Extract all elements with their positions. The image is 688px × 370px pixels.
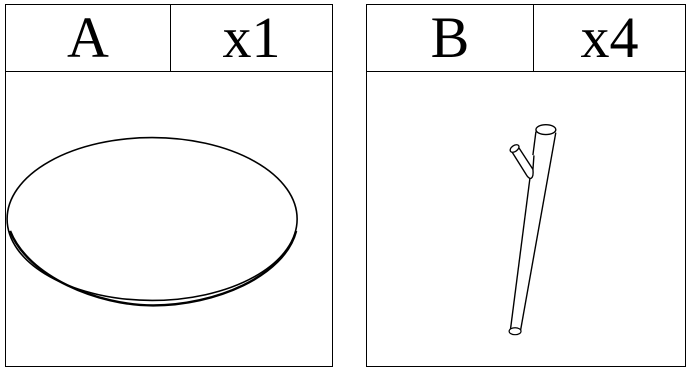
part-illustration bbox=[367, 72, 685, 366]
part-letter: B bbox=[367, 5, 534, 71]
y-shaped-leg-icon bbox=[508, 123, 557, 336]
part-quantity: x4 bbox=[580, 5, 639, 70]
part-card-b: B x4 bbox=[366, 4, 686, 367]
part-card-header: A x1 bbox=[6, 5, 332, 72]
part-illustration bbox=[6, 72, 332, 366]
oval-tabletop-icon bbox=[6, 136, 298, 307]
part-card-header: B x4 bbox=[367, 5, 685, 72]
part-card-a: A x1 bbox=[5, 4, 333, 367]
part-quantity: x1 bbox=[222, 5, 281, 70]
part-letter: A bbox=[6, 5, 171, 71]
